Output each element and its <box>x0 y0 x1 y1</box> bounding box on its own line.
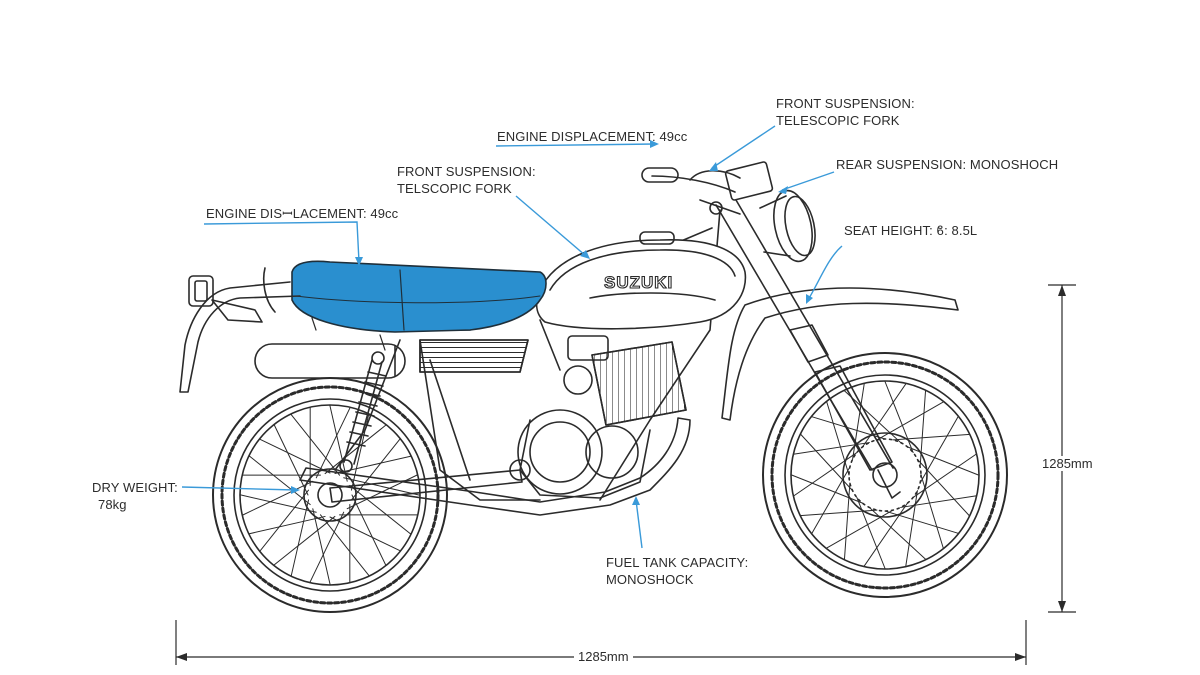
handlebar <box>641 161 774 215</box>
dimension-arrowheads <box>176 285 1066 661</box>
spoke <box>919 389 927 468</box>
spoke <box>290 413 341 476</box>
label-front-suspension-top-line1: FRONT SUSPENSION: <box>776 96 915 111</box>
swingarm <box>329 469 523 503</box>
spoke <box>825 509 894 549</box>
spoke <box>241 480 314 516</box>
spoke <box>852 382 865 460</box>
leader-engine-top <box>495 143 656 147</box>
spoke <box>312 508 331 586</box>
spoke <box>906 446 980 476</box>
rear-fender <box>179 267 301 393</box>
label-front-suspension-mid: FRONT SUSPENSION: TELSCOPIC FORK <box>397 163 536 197</box>
spoke <box>349 484 412 535</box>
taillight <box>188 275 214 307</box>
label-front-suspension-mid-line2: TELSCOPIC FORK <box>397 181 512 196</box>
exhaust <box>254 343 691 516</box>
spoke <box>843 482 851 561</box>
spoke <box>334 455 412 475</box>
spoke <box>350 438 401 501</box>
spoke <box>868 506 927 561</box>
engine <box>509 335 687 499</box>
spoke <box>259 438 331 474</box>
spoke <box>273 424 309 496</box>
height-dimension-label: 1285mm <box>1040 456 1095 471</box>
label-fuel-tank-line2: MONOSHOCK <box>606 572 694 587</box>
spoke <box>309 511 345 584</box>
leader-seat-height <box>807 245 843 301</box>
length-dimension-label: 1285mm <box>574 649 633 664</box>
spoke <box>351 494 387 566</box>
leader-front-suspension-mid <box>515 195 587 257</box>
spoke <box>919 415 959 484</box>
label-seat-height: SEAT HEIGHT: ϐ: 8.5L <box>844 223 978 238</box>
spoke <box>892 433 971 441</box>
leader-arrowheads <box>291 140 813 505</box>
label-front-suspension-top: FRONT SUSPENSION: TELESCOPIC FORK <box>776 95 915 129</box>
spoke <box>239 494 317 513</box>
spoke <box>876 401 945 441</box>
spoke <box>826 400 850 476</box>
spoke <box>884 380 914 454</box>
label-front-suspension-mid-line1: FRONT SUSPENSION: <box>397 164 536 179</box>
label-fuel-tank: FUEL TANK CAPACITY: MONOSHOCK <box>606 554 748 588</box>
spoke <box>912 453 978 498</box>
spoke <box>799 509 878 517</box>
spoke <box>315 406 351 479</box>
spoke <box>900 495 978 508</box>
label-front-suspension-top-line2: TELESCOPIC FORK <box>776 113 900 128</box>
front-wheel <box>762 352 1008 598</box>
spoke <box>884 510 960 534</box>
side-panel <box>419 339 529 373</box>
spoke <box>329 516 401 552</box>
label-fuel-tank-line1: FUEL TANK CAPACITY: <box>606 555 749 570</box>
spoke <box>920 474 944 550</box>
spoke <box>856 496 886 570</box>
fuel-tank <box>535 231 747 330</box>
spoke <box>792 452 858 497</box>
rear-wheel <box>212 377 448 613</box>
label-dry-weight-line1: DRY WEIGHT: <box>92 480 178 495</box>
spoke <box>248 455 311 506</box>
spoke <box>799 433 854 492</box>
spoke <box>811 466 851 535</box>
seat <box>291 260 547 333</box>
leader-dry-weight <box>181 486 297 491</box>
spoke <box>863 502 908 568</box>
spoke <box>862 382 907 448</box>
spoke <box>324 424 387 475</box>
leader-front-suspension-top <box>711 125 776 169</box>
leader-engine-left <box>203 221 360 263</box>
spoke <box>916 458 971 517</box>
spoke <box>810 416 886 440</box>
front-fork <box>715 199 901 499</box>
spoke <box>329 404 348 482</box>
label-dry-weight-line2: 78kg <box>98 497 127 512</box>
leader-fuel-tank <box>635 499 643 549</box>
label-engine-displacement-top: ENGINE DISPLACEMENT: 49cc <box>497 129 688 144</box>
rear-shock <box>339 351 387 473</box>
label-rear-suspension: REAR SUSPENSION: MONOSHOCH <box>836 157 1059 172</box>
spoke <box>248 515 326 535</box>
spoke <box>790 474 864 504</box>
headlight <box>759 189 816 263</box>
leader-lines <box>181 125 843 549</box>
spoke <box>905 490 918 568</box>
spoke <box>343 477 421 496</box>
label-dry-weight: DRY WEIGHT: 78kg <box>92 479 178 513</box>
leader-rear-suspension <box>781 171 835 191</box>
tank-brand-logo: SUZUKI <box>604 273 673 292</box>
front-fender <box>721 287 959 421</box>
spoke <box>273 515 336 566</box>
label-engine-displacement-left: ENGINE DISꟷLACEMENT: 49cc <box>206 206 399 221</box>
spoke <box>319 514 370 577</box>
spoke <box>259 489 310 552</box>
spoke <box>290 499 310 577</box>
